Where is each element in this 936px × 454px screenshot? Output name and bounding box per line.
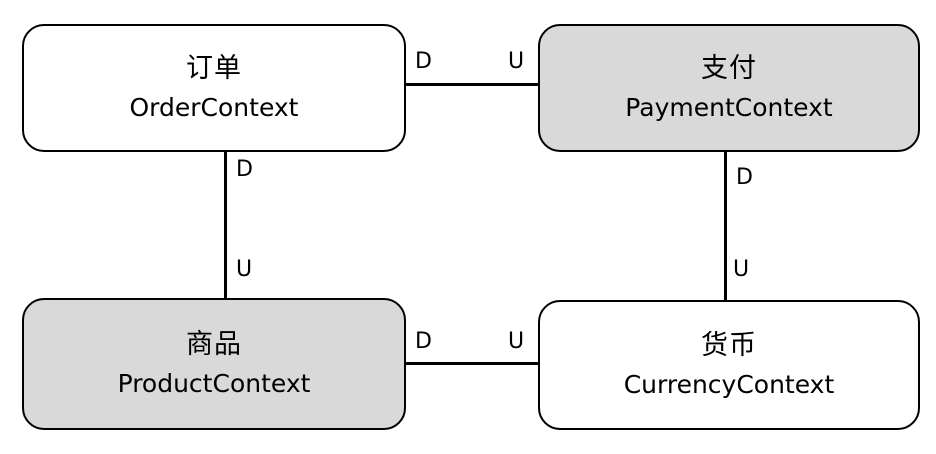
currency-context-name-cn: 货币 — [701, 330, 757, 361]
payment-context-name-en: PaymentContext — [625, 93, 833, 122]
product-context-name-en: ProductContext — [117, 369, 311, 398]
currency-context-box: 货币 CurrencyContext — [538, 300, 920, 430]
order-context-box: 订单 OrderContext — [22, 24, 406, 152]
connector-payment-currency — [724, 150, 727, 300]
product-context-box: 商品 ProductContext — [22, 298, 406, 430]
order-product-upstream-label: U — [236, 257, 253, 282]
order-context-name-en: OrderContext — [129, 93, 299, 122]
order-payment-downstream-label: D — [415, 49, 432, 74]
connector-product-currency — [404, 362, 540, 365]
payment-context-name-cn: 支付 — [701, 53, 757, 84]
order-payment-upstream-label: U — [508, 49, 525, 74]
currency-context-name-en: CurrencyContext — [623, 370, 835, 399]
order-context-name-cn: 订单 — [186, 53, 242, 84]
product-context-name-cn: 商品 — [186, 329, 242, 360]
product-currency-downstream-label: D — [415, 329, 432, 354]
connector-order-payment — [404, 83, 540, 86]
payment-currency-downstream-label: D — [736, 165, 753, 190]
order-product-downstream-label: D — [236, 157, 253, 182]
connector-order-product — [224, 150, 227, 300]
payment-currency-upstream-label: U — [733, 257, 750, 282]
payment-context-box: 支付 PaymentContext — [538, 24, 920, 152]
product-currency-upstream-label: U — [508, 329, 525, 354]
